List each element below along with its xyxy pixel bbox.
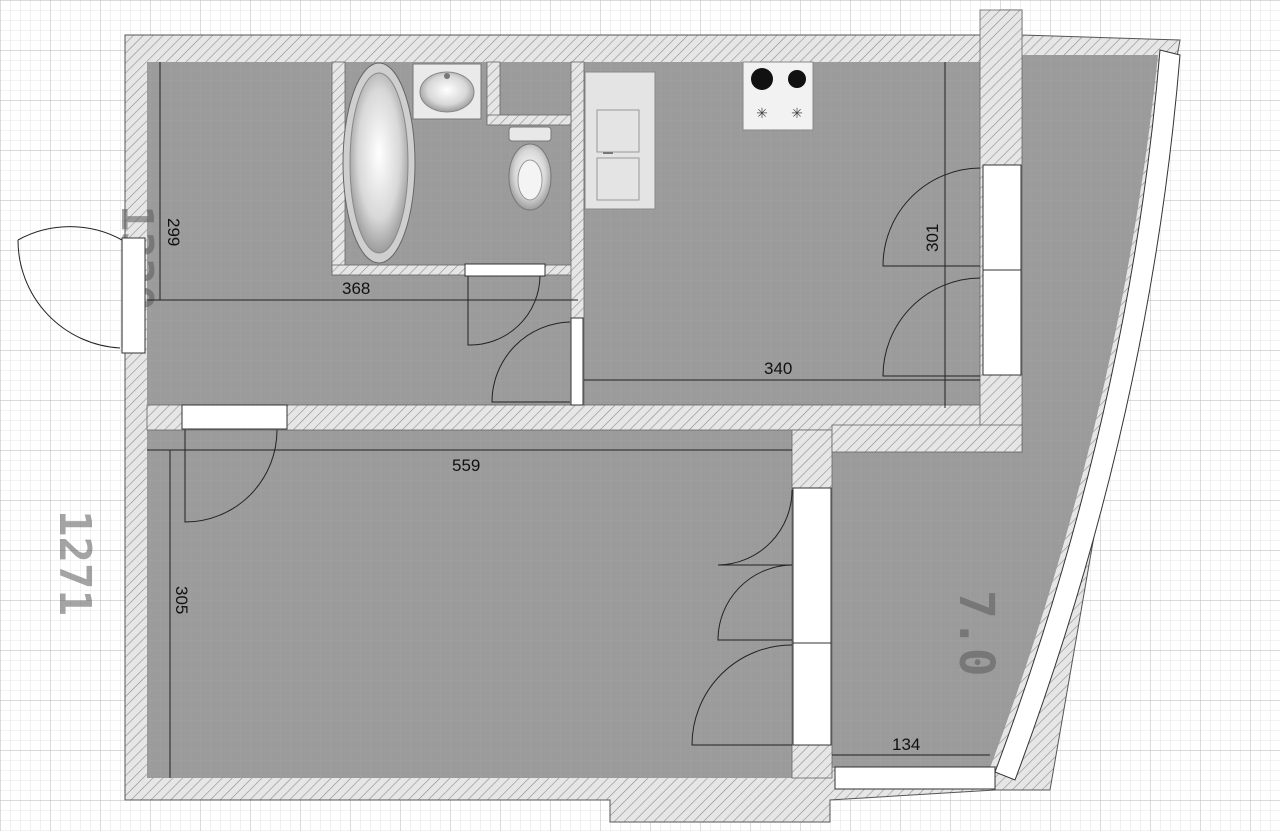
dim-kitchen-width: 340: [764, 359, 792, 378]
door-swing-icon: [691, 644, 793, 746]
sink-icon: [412, 63, 482, 120]
window-kitchen-door: [570, 317, 584, 406]
door-swing-icon: [491, 321, 571, 403]
door-swing-icon: [882, 277, 981, 377]
window-room-upper: [792, 487, 832, 644]
svg-text:✳: ✳: [791, 105, 803, 121]
window-bath-door: [464, 263, 546, 277]
window-entry: [121, 237, 146, 354]
stove-icon: ✳ ✳: [742, 61, 814, 131]
dim-hall-width: 368: [342, 279, 370, 298]
window-balcony-curve: [994, 49, 1181, 781]
dim-balcony-width: 134: [892, 735, 920, 754]
window-kitchen-lower: [982, 269, 1022, 376]
balcony-floor: [832, 55, 1158, 768]
window-balcony-bottom: [834, 766, 996, 790]
room-floor: [147, 430, 792, 778]
door-swing-icon: [467, 275, 541, 346]
dim-room-width: 559: [452, 456, 480, 475]
dim-hall-height: 299: [164, 218, 183, 246]
window-room-lower: [792, 642, 832, 746]
door-swings: [17, 167, 981, 746]
hall-floor: [147, 62, 332, 405]
dim-kitchen-height: 301: [923, 224, 942, 252]
door-swing-icon: [17, 226, 123, 349]
windows: [121, 49, 1181, 790]
faded-label-balcony: 7.0: [948, 590, 1004, 677]
fridge-icon: [584, 71, 656, 210]
faded-label-bottom-left: 1271: [49, 510, 100, 616]
bathtub-icon: [342, 62, 416, 264]
toilet-icon: [508, 126, 552, 211]
dimension-labels: 299 368 301 340 559 305 134: [164, 218, 942, 754]
dimension-lines: [147, 62, 990, 778]
door-swing-icon: [717, 489, 793, 566]
window-kitchen-upper: [982, 164, 1022, 271]
faded-labels: 1330 1271 7.0: [49, 205, 1004, 677]
window-room-door: [181, 404, 288, 430]
door-swing-icon: [717, 564, 793, 641]
door-swing-icon: [882, 167, 981, 267]
svg-text:✳: ✳: [756, 105, 768, 121]
dim-room-height: 305: [172, 586, 191, 614]
